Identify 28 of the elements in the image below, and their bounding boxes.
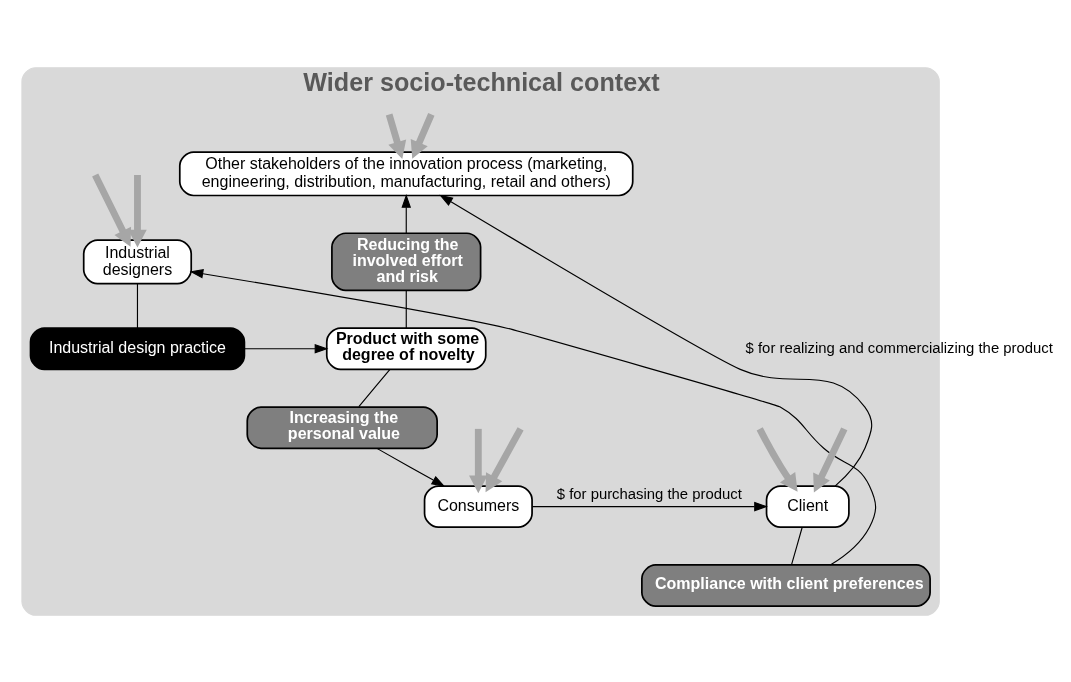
node-box: Industrial design practice [29, 326, 246, 370]
connector [358, 368, 391, 407]
arrow [244, 343, 329, 354]
arrow [410, 112, 435, 159]
arrow [189, 268, 877, 566]
arrow [376, 447, 446, 487]
arrow [485, 426, 524, 492]
edge-label: $ for realizing and commercializing the product [745, 339, 1053, 356]
arrow [531, 501, 768, 511]
connector [405, 289, 407, 328]
arrow [128, 174, 147, 247]
arrow [92, 172, 132, 247]
edge-label: $ for purchasing the product [556, 485, 742, 502]
node-box: Client [765, 484, 850, 528]
connector [791, 526, 803, 565]
arrow [756, 426, 798, 492]
node-box: Industrial designers [82, 238, 193, 284]
node-box: Reducing the involved effort and risk [331, 231, 482, 291]
arrow [401, 193, 412, 234]
node-box: Product with some degree of novelty [325, 326, 487, 370]
arrow [385, 113, 407, 159]
node-box: Increasing the personal value [246, 405, 438, 449]
node-box: Compliance with client preferences [641, 563, 931, 607]
connector [136, 282, 139, 329]
node-box: Consumers [423, 484, 533, 528]
node-box: Other stakeholders of the innovation process (marketing, engineering, distribution, manufacturing, retail and others) [178, 150, 634, 196]
arrow [439, 194, 873, 486]
arrow [813, 426, 848, 493]
